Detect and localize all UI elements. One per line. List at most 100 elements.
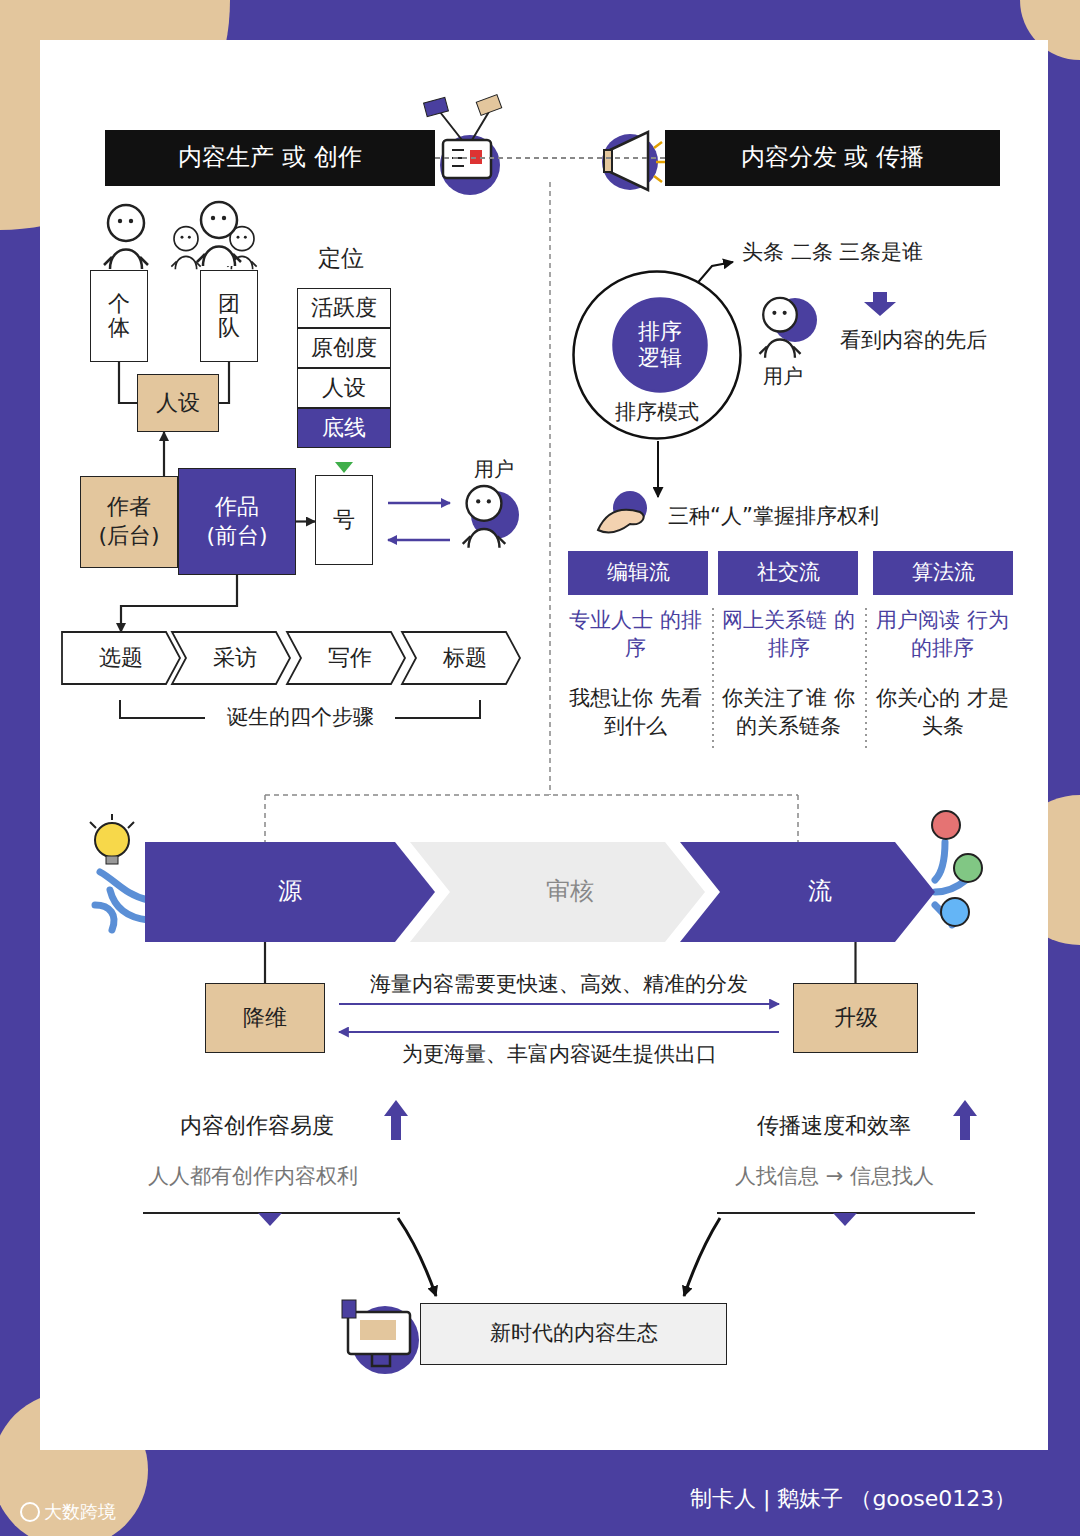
- text-label: 大数跨境: [44, 1500, 116, 1524]
- step-chevron: 选题: [62, 632, 180, 684]
- drawing-part: [95, 872, 148, 930]
- node-text: 采访: [213, 644, 257, 673]
- base-triangle: [258, 1213, 282, 1226]
- base-triangle: [833, 1213, 857, 1226]
- connector: [121, 575, 237, 632]
- text-label: 制卡人 | 鹅妹子 （goose0123）: [690, 1484, 1016, 1514]
- position-box: 活跃度: [297, 288, 391, 328]
- team-figure: [171, 202, 256, 269]
- chevron-outline: [287, 632, 405, 684]
- author-box: 作者(后台): [80, 476, 178, 568]
- node-text: 底线: [322, 414, 366, 443]
- node-text: 内容分发 或 传播: [741, 142, 924, 173]
- text-label: 人找信息 → 信息找人: [735, 1162, 934, 1190]
- node-text: 作者: [107, 493, 151, 522]
- connector: [339, 1031, 779, 1033]
- text-label: 三种“人”掌握排序权利: [668, 502, 879, 530]
- node-text: 流: [808, 876, 832, 907]
- drawing-part: [759, 298, 800, 358]
- node-text: 人设: [156, 389, 200, 418]
- node-text: 排序逻辑: [637, 319, 683, 372]
- ecosystem-box: 新时代的内容生态: [420, 1303, 727, 1365]
- node-text: 人设: [322, 374, 366, 403]
- user-figure-left: [463, 486, 519, 548]
- node-text: 号: [333, 506, 355, 535]
- persona-box: 人设: [137, 374, 219, 432]
- drawing-part: [106, 856, 118, 864]
- chevron-outline: [172, 632, 290, 684]
- drawing-part: [348, 1312, 410, 1354]
- vertical-box: 团队: [200, 270, 258, 362]
- user-figure-right: [759, 298, 817, 358]
- node-text: 选题: [99, 644, 143, 673]
- position-box: 人设: [297, 368, 391, 408]
- node-text: 升级: [834, 1004, 878, 1033]
- megaphone-icon: [602, 132, 666, 190]
- review-chevron: 审核: [410, 842, 705, 942]
- node-text: 作品: [215, 493, 259, 522]
- text-label: 用户: [474, 456, 514, 483]
- node-text: 写作: [328, 644, 372, 673]
- drawing-part: [424, 97, 449, 116]
- source-chevron: 源: [145, 842, 435, 942]
- drawing-part: [342, 1300, 356, 1318]
- drawing-part: [440, 135, 500, 195]
- flow-arrow: [388, 502, 450, 505]
- connector: [264, 942, 266, 983]
- node-text: 原创度: [311, 334, 377, 363]
- section-banner: 内容分发 或 传播: [665, 130, 1000, 186]
- text-label: 诞生的四个步骤: [210, 703, 390, 731]
- node-text: 活跃度: [311, 294, 377, 323]
- drawing-part: [610, 132, 648, 190]
- drawing-part: [197, 202, 241, 266]
- drawing-part: [360, 1320, 396, 1340]
- stream-header: 编辑流: [568, 551, 708, 595]
- node-text: (后台): [98, 522, 159, 551]
- stream-header: 社交流: [718, 551, 858, 595]
- step-chevron: 写作: [287, 632, 405, 684]
- chevron-outline: [680, 842, 935, 942]
- circle-outline: [614, 299, 707, 392]
- card: [40, 40, 1048, 1450]
- merge-arrow: [684, 1218, 720, 1296]
- merge-arrow: [398, 1218, 436, 1296]
- drawing-part: [954, 854, 982, 882]
- node-text: 降维: [243, 1004, 287, 1033]
- upgrade-box: 升级: [793, 983, 918, 1053]
- leader-arrow: [657, 441, 659, 497]
- connector: [163, 432, 165, 476]
- step-chevron: 采访: [172, 632, 290, 684]
- text-label: 网上关系链 的排序: [716, 606, 861, 663]
- section-banner: 内容生产 或 创作: [105, 130, 435, 186]
- drawing-part: [171, 227, 200, 270]
- text-label: 我想让你 先看到什么: [563, 684, 708, 741]
- up-arrow: [953, 1100, 977, 1140]
- node-text: 审核: [546, 876, 594, 907]
- solo-figure: [104, 205, 148, 269]
- tv-icon: [424, 95, 502, 195]
- node-text: 个体: [108, 292, 130, 340]
- flow-arrow: [388, 539, 450, 542]
- text-label: 定位: [318, 243, 364, 274]
- position-box: 原创度: [297, 328, 391, 368]
- logic-circle: 排序逻辑: [612, 297, 708, 393]
- connector: [435, 157, 665, 159]
- text-label: 看到内容的先后: [840, 326, 987, 354]
- node-text: 团队: [218, 292, 240, 340]
- node-text: 源: [278, 876, 302, 907]
- node-text: 新时代的内容生态: [490, 1320, 658, 1347]
- drawing-part: [443, 140, 491, 178]
- node-text: 排序模式: [615, 399, 699, 426]
- up-arrow: [384, 1100, 408, 1140]
- node-text: 标题: [443, 644, 487, 673]
- edge-label: 为更海量、丰富内容诞生提供出口: [398, 1040, 721, 1068]
- drawing-part: [463, 486, 506, 548]
- stream-header: 算法流: [873, 551, 1013, 595]
- drawing-part: [604, 150, 612, 172]
- text-label: 你关心的 才是头条: [870, 684, 1015, 741]
- drawing-part: [95, 823, 129, 857]
- text-label: 你关注了谁 你的关系链条: [716, 684, 861, 741]
- watermark-logo: [21, 1503, 39, 1521]
